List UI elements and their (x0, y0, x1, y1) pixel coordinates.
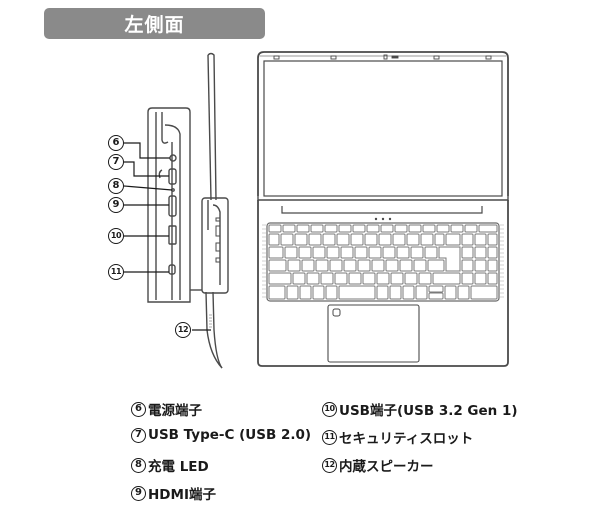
port-closeup (147, 107, 202, 303)
legend-item-usb-type-c: 7 USB Type-C (USB 2.0) (131, 427, 311, 443)
legend-item-usb-a: 10 USB端子(USB 3.2 Gen 1) (322, 399, 518, 419)
callout-8: 8 (108, 178, 124, 194)
legend-item-hdmi: 9 HDMI端子 (131, 483, 216, 503)
laptop-side-profile (201, 52, 229, 369)
legend-number: 6 (131, 401, 146, 417)
legend-label: セキュリティスロット (339, 431, 474, 447)
callout-9: 9 (108, 197, 124, 213)
legend-number: 11 (322, 429, 337, 445)
legend-label: 電源端子 (148, 403, 202, 419)
callout-11: 11 (108, 264, 124, 280)
legend-label: 内蔵スピーカー (339, 459, 434, 475)
callout-7: 7 (108, 154, 124, 170)
legend-item-charge-led: 8 充電 LED (131, 455, 209, 475)
legend-label: 充電 LED (148, 459, 209, 475)
legend-number: 12 (322, 457, 337, 473)
legend-number: 7 (131, 427, 146, 443)
laptop-front-view (257, 51, 509, 367)
legend-number: 8 (131, 457, 146, 473)
legend-label: USB Type-C (USB 2.0) (148, 427, 312, 443)
section-title: 左側面 (124, 14, 185, 36)
legend-number: 10 (322, 401, 337, 417)
legend-number: 9 (131, 485, 146, 501)
callout-10: 10 (108, 228, 124, 244)
legend-item-security-slot: 11 セキュリティスロット (322, 427, 473, 447)
legend-item-power-port: 6 電源端子 (131, 399, 202, 419)
callout-6: 6 (108, 135, 124, 151)
legend-label: HDMI端子 (148, 487, 216, 503)
leader-lines (123, 142, 211, 331)
legend-item-speaker: 12 内蔵スピーカー (322, 455, 434, 475)
legend-label: USB端子(USB 3.2 Gen 1) (339, 403, 518, 419)
callout-12: 12 (175, 322, 191, 338)
section-title-banner: 左側面 (44, 8, 265, 39)
